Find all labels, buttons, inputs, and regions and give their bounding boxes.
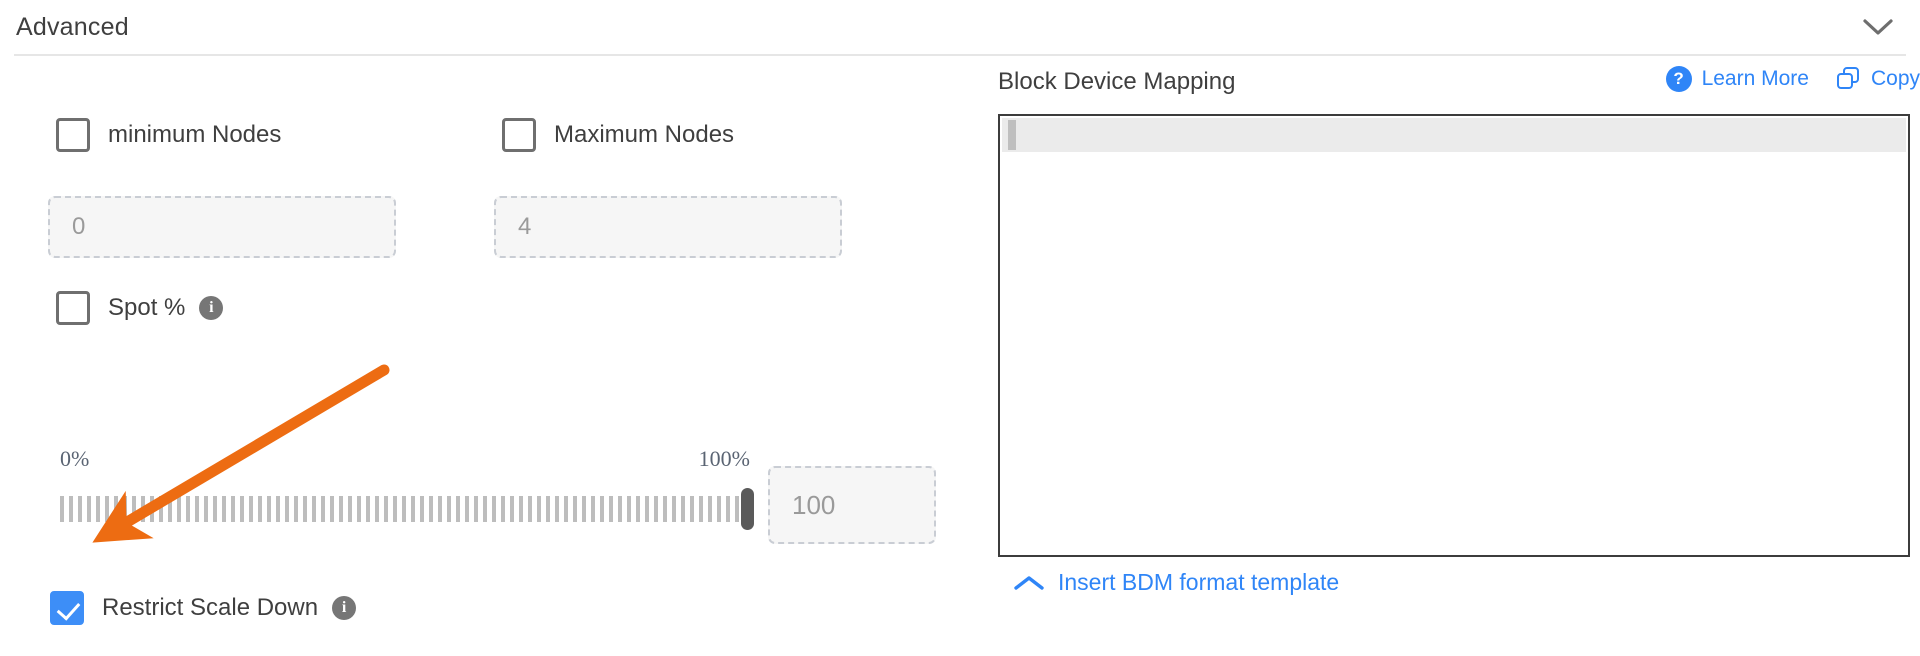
header-divider — [14, 54, 1906, 56]
chevron-up-icon — [1014, 575, 1044, 590]
maximum-nodes-input[interactable]: 4 — [494, 196, 842, 258]
section-header: Advanced — [0, 0, 1920, 54]
minimum-nodes-input[interactable]: 0 — [48, 196, 396, 258]
minimum-nodes-checkbox[interactable] — [56, 118, 90, 152]
info-icon[interactable]: i — [332, 596, 357, 620]
spot-percent-slider[interactable] — [60, 488, 754, 530]
spot-percent-value-input[interactable]: 100 — [768, 466, 936, 544]
bdm-title: Block Device Mapping — [998, 68, 1236, 95]
editor-active-line — [1002, 118, 1906, 152]
insert-bdm-template-link[interactable]: Insert BDM format template — [998, 569, 1920, 596]
slider-labels: 0% 100% — [60, 446, 750, 476]
slider-min-label: 0% — [60, 446, 90, 471]
restrict-scale-down-checkbox[interactable] — [50, 591, 84, 625]
page-title: Advanced — [16, 12, 129, 41]
spot-percent-label: Spot % — [108, 294, 186, 321]
info-icon[interactable]: i — [199, 296, 224, 320]
chevron-down-icon[interactable] — [1858, 7, 1898, 47]
minimum-nodes-label: minimum Nodes — [108, 121, 282, 148]
maximum-nodes-label: Maximum Nodes — [554, 121, 735, 148]
learn-more-label: Learn More — [1701, 67, 1809, 90]
question-circle-icon: ? — [1665, 66, 1692, 92]
copy-icon — [1836, 67, 1861, 91]
copy-label: Copy — [1870, 67, 1920, 90]
bdm-actions: ? Learn More Copy — [1665, 66, 1920, 92]
maximum-nodes-checkbox[interactable] — [502, 118, 536, 152]
checkbox-row-spot-percent[interactable]: Spot % i — [56, 291, 224, 325]
copy-button[interactable]: Copy — [1836, 67, 1920, 91]
editor-cursor-gutter — [1008, 120, 1016, 150]
block-device-mapping-panel: Block Device Mapping ? Learn More Copy — [998, 56, 1920, 596]
left-column: minimum Nodes Maximum Nodes 0 4 Spot % i… — [0, 56, 980, 656]
bdm-header: Block Device Mapping ? Learn More Copy — [998, 56, 1920, 114]
checkbox-row-minimum-nodes[interactable]: minimum Nodes — [56, 118, 281, 152]
spot-percent-checkbox[interactable] — [56, 291, 90, 325]
bdm-code-editor[interactable] — [998, 114, 1910, 557]
restrict-scale-down-label: Restrict Scale Down — [102, 594, 319, 621]
slider-thumb[interactable] — [741, 488, 754, 530]
insert-bdm-template-label: Insert BDM format template — [1058, 569, 1340, 595]
spot-percent-slider-wrapper: 0% 100% — [60, 446, 754, 530]
checkbox-row-maximum-nodes[interactable]: Maximum Nodes — [502, 118, 734, 152]
checkbox-row-restrict-scale-down[interactable]: Restrict Scale Down i — [50, 591, 357, 625]
learn-more-link[interactable]: ? Learn More — [1665, 66, 1809, 92]
slider-max-label: 100% — [698, 446, 750, 471]
